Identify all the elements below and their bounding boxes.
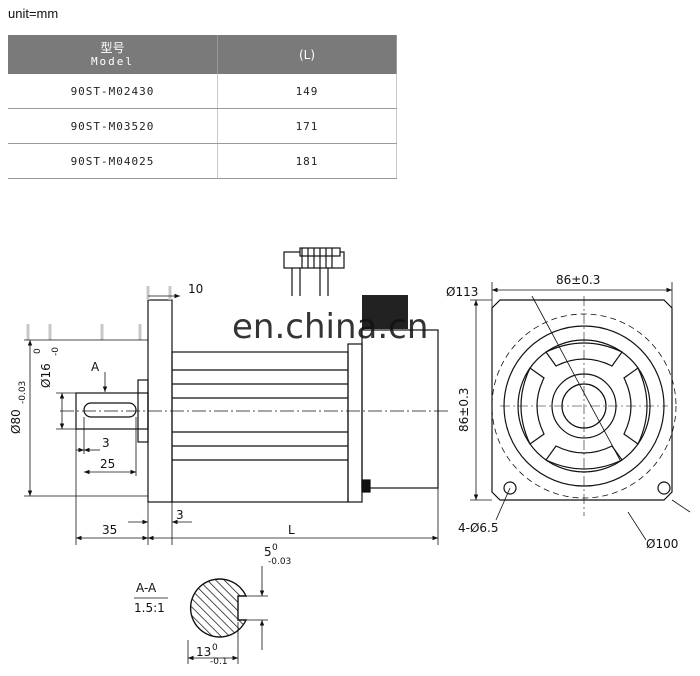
watermark: en.china.cn [232, 307, 428, 347]
unit-label: unit=mm [8, 6, 59, 21]
key-tol-up: 0 [272, 543, 278, 553]
front-flange-outline [491, 299, 673, 501]
dim-width: 86±0.3 [556, 273, 600, 287]
flange [147, 299, 173, 503]
model-cell: 90ST-M02430 [8, 74, 218, 109]
gland [362, 295, 408, 329]
length-cell: 149 [217, 74, 397, 109]
mount-hole [657, 481, 671, 495]
vent-top [545, 342, 623, 367]
dim-3a: 3 [102, 436, 110, 450]
header-model-cn: 型号 [100, 40, 125, 55]
dim-holes: 4-Ø6.5 [458, 521, 499, 535]
section-view: A-A 1.5:1 5 0 -0.03 13 0 -0.1 [134, 543, 291, 667]
shaft-section [189, 578, 248, 638]
dim-25: 25 [100, 457, 115, 471]
model-cell: 90ST-M03520 [8, 108, 218, 144]
key-width: 5 [264, 545, 272, 559]
dim-3b: 3 [176, 508, 184, 522]
vent-right [623, 367, 648, 445]
length-cell: 171 [217, 108, 397, 144]
shaft-tol-up: 0 [212, 643, 218, 653]
tol-16: 0 [33, 348, 43, 354]
side-labels: 10 A 3 25 35 3 L Ø16 0 -0 Ø80 -0.03 [9, 282, 295, 537]
header-length: (L) [217, 35, 397, 74]
label-a: A [91, 360, 100, 374]
dim-10: 10 [188, 282, 203, 296]
connector [283, 247, 345, 296]
key-tol-low: -0.03 [268, 557, 291, 567]
table-header-row: 型号 Model (L) [8, 35, 397, 74]
vent-left [520, 367, 545, 445]
length-cell: 181 [217, 143, 397, 179]
tol-80-low: -0.03 [18, 381, 28, 404]
header-model: 型号 Model [8, 35, 218, 74]
table-row: 90ST-M02430 149 [8, 74, 397, 109]
dim-35: 35 [102, 523, 117, 537]
keyway [83, 402, 137, 418]
side-view [26, 247, 450, 503]
section-scale: 1.5:1 [134, 601, 165, 615]
dim-diameter-80: Ø80 [9, 409, 23, 434]
dim-height: 86±0.3 [457, 388, 471, 432]
table-row: 90ST-M04025 181 [8, 143, 397, 179]
shaft-depth: 13 [196, 645, 211, 659]
section-title: A-A [136, 581, 157, 595]
dim-l: L [288, 523, 295, 537]
dim-pilot: Ø100 [646, 537, 678, 551]
dim-circle: Ø113 [446, 285, 478, 299]
front-dimensions [470, 282, 691, 541]
motor-body [171, 351, 349, 503]
shaft-tol-low: -0.1 [210, 657, 228, 667]
tol-16-low: -0 [51, 347, 61, 356]
model-cell: 90ST-M04025 [8, 143, 218, 179]
dim-diameter-16: Ø16 [39, 363, 53, 388]
front-view [491, 295, 677, 516]
mount-hole [503, 481, 517, 495]
front-labels: 86±0.3 Ø113 86±0.3 4-Ø6.5 Ø100 [446, 273, 678, 551]
side-dimensions [24, 293, 439, 545]
table-row: 90ST-M03520 171 [8, 108, 397, 144]
header-model-en: Model [90, 54, 135, 68]
vent-bottom [545, 445, 623, 470]
spec-table: 型号 Model (L) 90ST-M02430 149 90ST-M03520… [8, 35, 397, 179]
